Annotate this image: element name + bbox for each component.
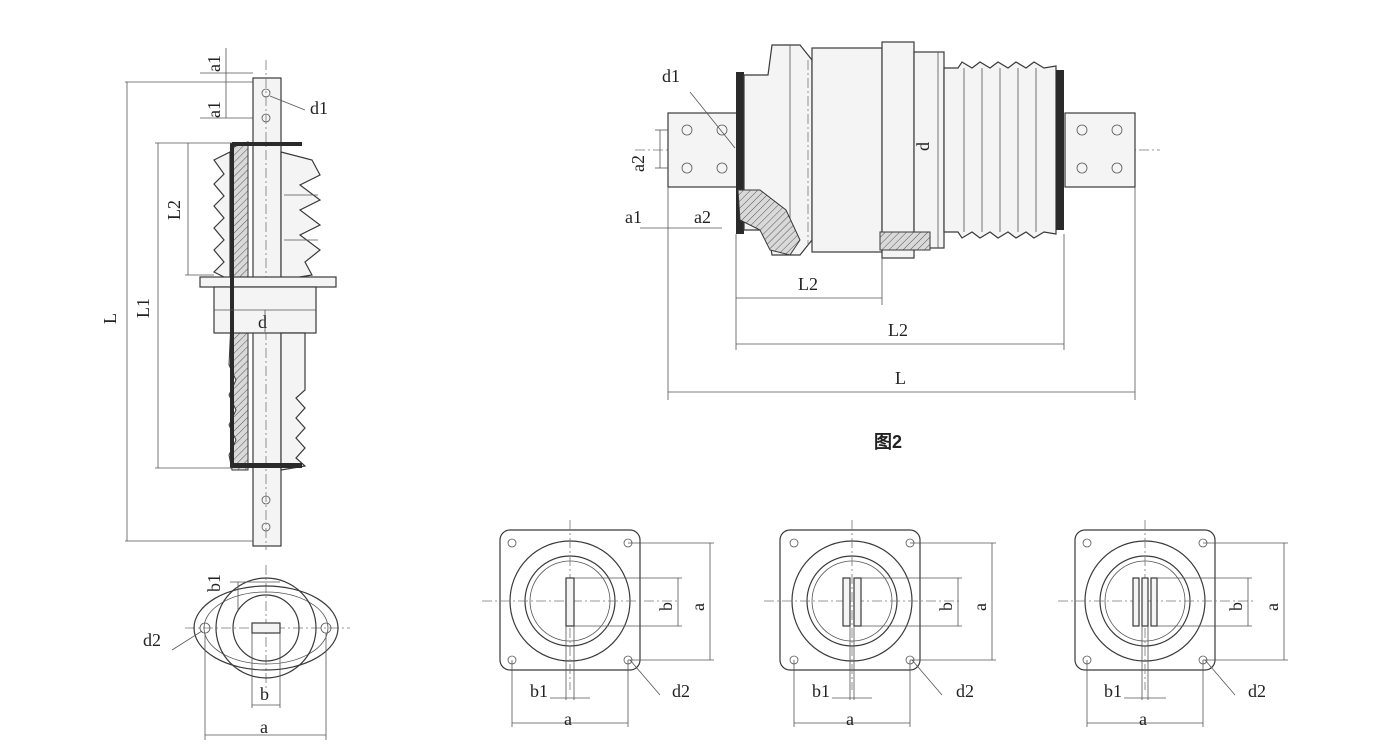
sq3-d2: d2: [1248, 681, 1266, 701]
oval-b: b: [260, 684, 269, 704]
fig1-L1: L1: [133, 298, 153, 318]
oval-flange-view: b1 d2 b a: [143, 565, 350, 740]
sq1-d2: d2: [672, 681, 690, 701]
square-flange-view-1: b a b1 d2 a: [482, 520, 714, 729]
sq3-a-vertical: a: [1262, 603, 1282, 611]
fig1-d: d: [258, 312, 267, 332]
square-flange-view-2: b a b1 d2 a: [764, 520, 996, 729]
fig2-L2-upper: L2: [798, 274, 818, 294]
sq1-a: a: [564, 709, 572, 729]
sq2-d2: d2: [956, 681, 974, 701]
figure-2-caption: 图2: [874, 432, 902, 452]
sq1-b: b: [656, 602, 676, 611]
fig2-a2-gap: a2: [628, 155, 648, 172]
fig2-L: L: [895, 368, 906, 388]
fig1-L2: L2: [164, 200, 184, 220]
sq2-b1: b1: [812, 681, 830, 701]
sq3-b1: b1: [1104, 681, 1122, 701]
sq1-a-vertical: a: [688, 603, 708, 611]
oval-b1: b1: [204, 574, 224, 592]
vertical-bushing-view: a1 a1 d1 L L1 L2 d: [100, 48, 337, 550]
fig1-a1-top: a1: [204, 55, 224, 72]
fig2-L2-lower: L2: [888, 320, 908, 340]
fig2-d1: d1: [662, 66, 680, 86]
fig1-a1-second: a1: [204, 101, 224, 118]
sq3-b: b: [1226, 602, 1246, 611]
sq2-b: b: [936, 602, 956, 611]
fig2-a2: a2: [694, 207, 711, 227]
square-flange-view-3: b a b1 d2 a: [1058, 520, 1288, 729]
oval-d2: d2: [143, 630, 161, 650]
sq1-b1: b1: [530, 681, 548, 701]
fig1-L: L: [100, 313, 120, 324]
horizontal-bushing-view: d1 a2 a1 a2 d L2 L2 L 图2: [625, 41, 1160, 452]
fig1-d1: d1: [310, 98, 328, 118]
oval-a: a: [260, 717, 268, 737]
fig2-a1: a1: [625, 207, 642, 227]
sq3-a: a: [1139, 709, 1147, 729]
fig2-bore-d: d: [913, 142, 933, 151]
sq2-a: a: [846, 709, 854, 729]
sq2-a-vertical: a: [970, 603, 990, 611]
